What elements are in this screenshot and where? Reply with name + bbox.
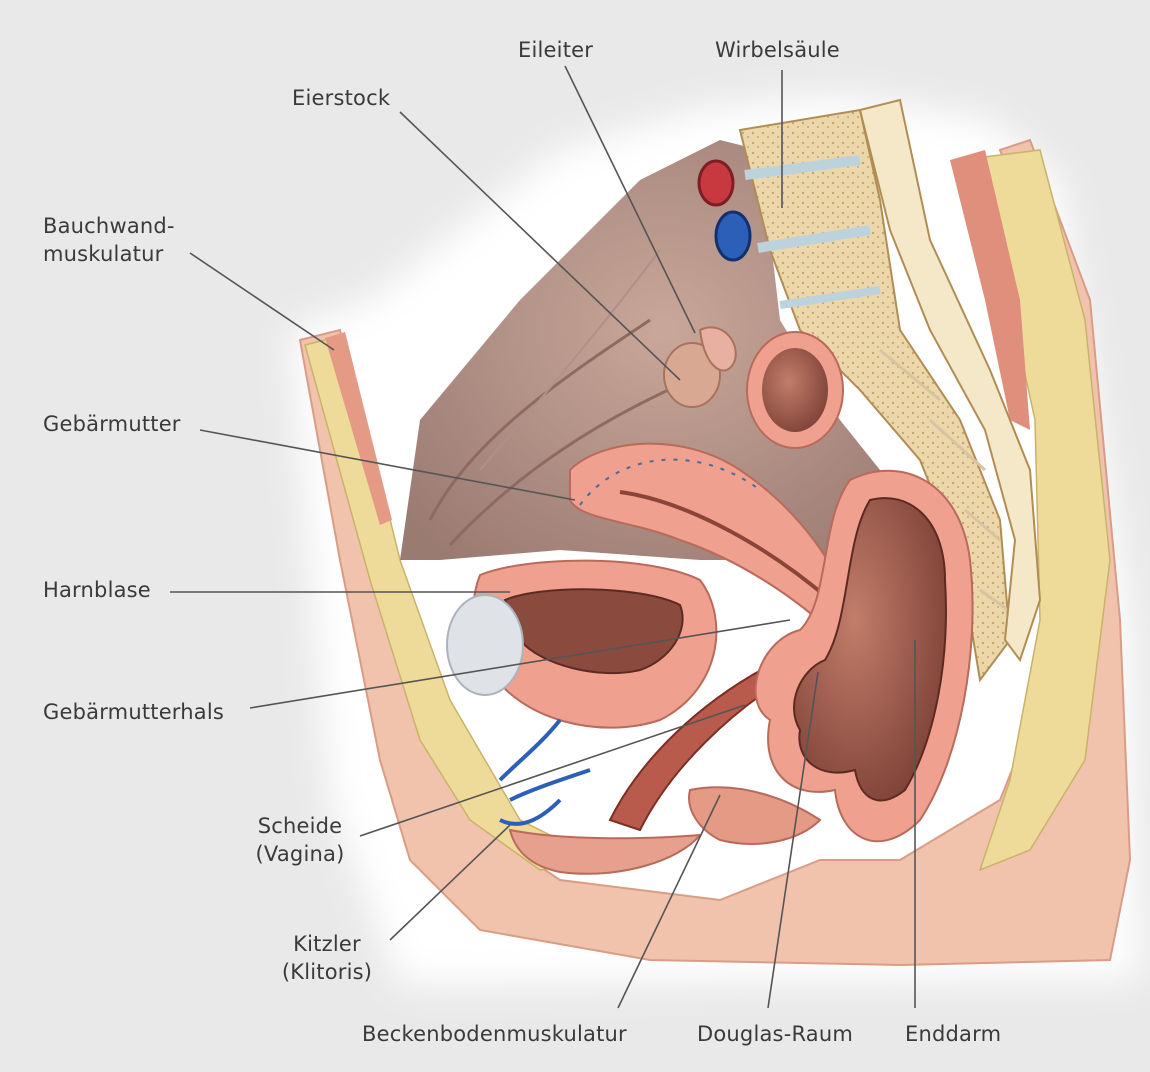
label-harnblase: Harnblase bbox=[43, 576, 151, 604]
vein-icon bbox=[716, 212, 750, 260]
artery-icon bbox=[699, 161, 733, 205]
label-douglas-raum: Douglas-Raum bbox=[697, 1020, 853, 1048]
label-eileiter: Eileiter bbox=[518, 36, 593, 64]
label-beckenbodenmuskulatur: Beckenbodenmuskulatur bbox=[362, 1020, 627, 1048]
label-enddarm: Enddarm bbox=[905, 1020, 1001, 1048]
label-bauchwandmuskulatur: Bauchwand- muskulatur bbox=[43, 212, 175, 268]
label-gebaermutter: Gebärmutter bbox=[43, 410, 181, 438]
label-wirbelsaeule: Wirbelsäule bbox=[715, 36, 840, 64]
label-gebaermutterhals: Gebärmutterhals bbox=[43, 698, 224, 726]
pubic-bone bbox=[447, 595, 523, 695]
label-scheide: Scheide (Vagina) bbox=[250, 812, 350, 868]
label-eierstock: Eierstock bbox=[292, 84, 390, 112]
label-kitzler: Kitzler (Klitoris) bbox=[272, 930, 382, 986]
